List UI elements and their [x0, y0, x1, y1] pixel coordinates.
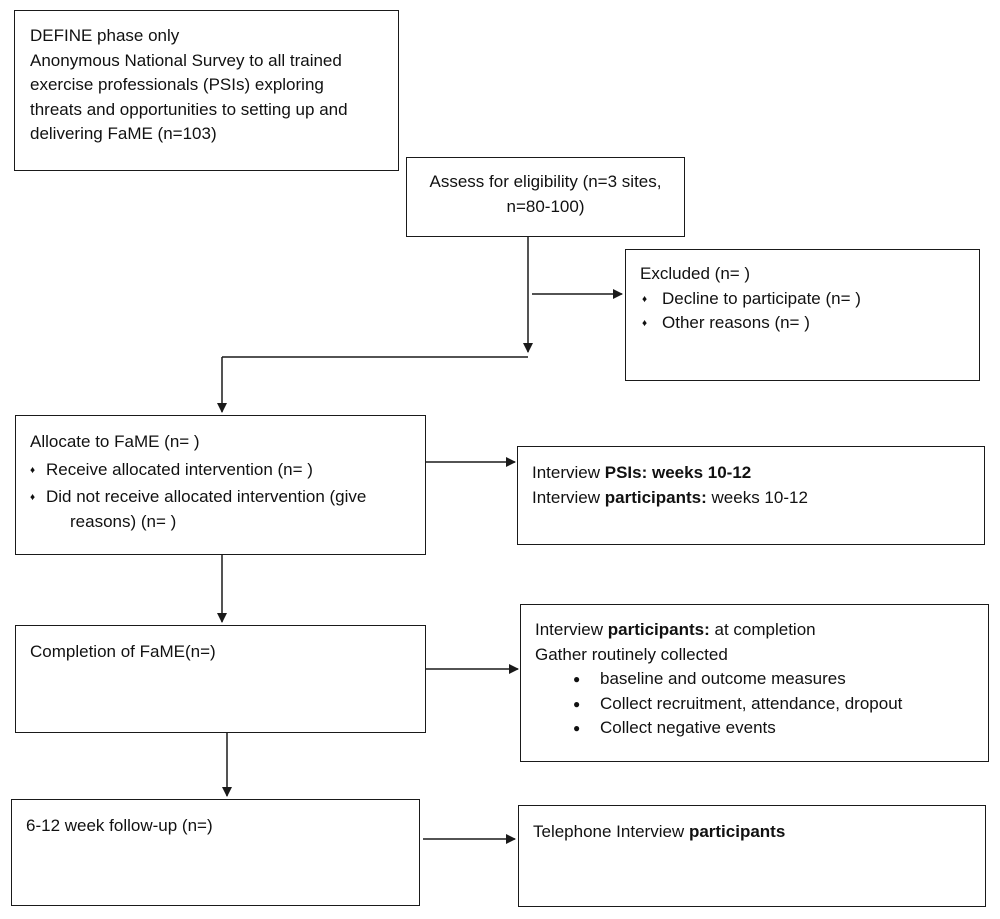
gather-measures-text: baseline and outcome measures: [600, 669, 846, 688]
allocate-box: Allocate to FaME (n= ) ♦ Receive allocat…: [15, 415, 426, 555]
allocate-not-received-continuation: reasons) (n= ): [70, 511, 177, 531]
completion-box: Completion of FaME(n=): [15, 625, 426, 733]
diamond-bullet-icon: ♦: [642, 293, 648, 305]
telephone-prefix: Telephone Interview: [533, 822, 689, 841]
assess-eligibility-box: Assess for eligibility (n=3 sites, n=80-…: [406, 157, 685, 237]
interview-completion-box: Interview participants: at completion Ga…: [520, 604, 989, 762]
interview-psis-prefix: Interview: [532, 463, 605, 482]
interview-psis-bold: PSIs: weeks 10-12: [604, 463, 752, 482]
assess-line-1: Assess for eligibility (n=3 sites,: [429, 172, 662, 191]
gather-routine-line: Gather routinely collected: [535, 644, 728, 664]
allocate-bullet-received: ♦ Receive allocated intervention (n= ): [30, 458, 425, 483]
interview-participants-bold: participants:: [604, 487, 707, 507]
allocate-received-text: Receive allocated intervention (n= ): [46, 459, 313, 479]
telephone-bold: participants: [688, 822, 786, 841]
define-phase-box: DEFINE phase only Anonymous National Sur…: [14, 10, 399, 171]
define-line-5: delivering FaME (n=103): [30, 124, 217, 143]
interview-participants-suffix: weeks 10-12: [706, 487, 808, 507]
diamond-bullet-icon: ♦: [30, 492, 36, 503]
diamond-bullet-icon: ♦: [642, 318, 648, 329]
excluded-title: Excluded (n= ): [640, 264, 751, 283]
excluded-other-text: Other reasons (n= ): [662, 313, 810, 332]
telephone-interview-box: Telephone Interview participants: [518, 805, 986, 907]
gather-bullet-recruitment: ● Collect recruitment, attendance, dropo…: [535, 692, 988, 717]
assess-line-2: n=80-100): [506, 196, 585, 216]
excluded-bullet-decline: ♦ Decline to participate (n= ): [640, 287, 979, 312]
interview-psis-line: Interview PSIs: weeks 10-12: [532, 461, 984, 486]
completion-title: Completion of FaME(n=): [30, 642, 216, 661]
allocate-title: Allocate to FaME (n= ): [30, 432, 200, 451]
gather-recruitment-text: Collect recruitment, attendance, dropout: [600, 693, 903, 713]
dot-bullet-icon: ●: [573, 672, 581, 686]
interview-completion-prefix: Interview: [535, 620, 608, 639]
followup-title: 6-12 week follow-up (n=): [26, 816, 213, 835]
diamond-bullet-icon: ♦: [30, 464, 36, 476]
interview-completion-bold: participants:: [607, 620, 710, 639]
followup-box: 6-12 week follow-up (n=): [11, 799, 420, 906]
excluded-bullet-other: ♦ Other reasons (n= ): [640, 311, 979, 336]
gather-bullet-measures: ● baseline and outcome measures: [535, 667, 988, 692]
dot-bullet-icon: ●: [573, 721, 581, 735]
interview-participants-prefix: Interview: [532, 487, 605, 507]
interview-participants-line: Interview participants: weeks 10-12: [532, 486, 984, 511]
define-line-1: DEFINE phase only: [30, 26, 180, 45]
interview-completion-suffix: at completion: [709, 620, 816, 639]
define-line-3: exercise professionals (PSIs) exploring: [30, 75, 324, 94]
excluded-box: Excluded (n= ) ♦ Decline to participate …: [625, 249, 980, 381]
interview-completion-line: Interview participants: at completion: [535, 618, 988, 643]
interview-psis-box: Interview PSIs: weeks 10-12 Interview pa…: [517, 446, 985, 545]
telephone-line: Telephone Interview participants: [533, 820, 985, 845]
excluded-decline-text: Decline to participate (n= ): [662, 288, 861, 308]
define-line-2: Anonymous National Survey to all trained: [30, 50, 342, 70]
dot-bullet-icon: ●: [573, 696, 581, 711]
gather-bullet-negative: ● Collect negative events: [535, 716, 988, 741]
gather-negative-text: Collect negative events: [600, 718, 776, 737]
define-line-4: threats and opportunities to setting up …: [30, 99, 348, 119]
allocate-bullet-not-received: ♦ Did not receive allocated intervention…: [30, 485, 425, 510]
allocate-not-received-text: Did not receive allocated intervention (…: [46, 487, 367, 506]
